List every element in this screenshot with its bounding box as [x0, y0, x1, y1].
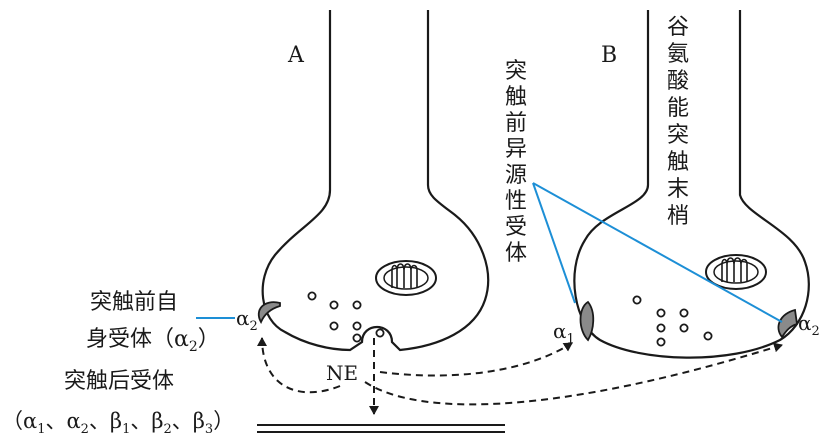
- leader-lines: [196, 182, 783, 323]
- glutamatergic-terminal-label: 谷 氨 酸 能 突 触 末 梢: [667, 15, 689, 229]
- subscript: 2: [81, 422, 89, 437]
- terminal-b-outline: [573, 10, 810, 359]
- label-text: ）: [213, 409, 234, 433]
- vesicle-icon-group-a: [307, 291, 385, 343]
- vesicle-icon-group-b: [632, 295, 713, 347]
- svg-text:氨: 氨: [667, 42, 689, 67]
- label-text: 、β: [172, 409, 205, 433]
- receptor-b-alpha2-label: α2: [798, 311, 820, 339]
- svg-text:源: 源: [505, 163, 527, 188]
- arrow-to-alpha1-b: [379, 342, 573, 377]
- receptor-icon-b-alpha2: [777, 308, 799, 339]
- auto-receptor-label-line1: 突触前自: [90, 290, 178, 315]
- terminal-a-label: A: [287, 43, 305, 68]
- postsynaptic-receptor-label-line2: （α1、α2、β1、β2、β3）: [2, 409, 234, 437]
- mitochondrion-icon-a: [375, 260, 437, 296]
- postsynaptic-receptor-label-line1: 突触后受体: [64, 369, 174, 394]
- subscript: 1: [122, 422, 130, 437]
- terminal-a-outline: [261, 10, 490, 352]
- svg-text:谷: 谷: [667, 15, 689, 40]
- terminal-b-label: B: [601, 43, 617, 68]
- receptor-a-alpha2-label: α2: [236, 306, 258, 334]
- mitochondrion-icon-b: [705, 254, 767, 290]
- svg-text:异: 异: [505, 137, 527, 162]
- label-text: 、α: [45, 409, 80, 433]
- label-text: 、β: [130, 409, 163, 433]
- svg-text:梢: 梢: [667, 204, 689, 229]
- leader-hetero-to-alpha1: [532, 182, 576, 304]
- ne-diffusion-arrows: [257, 337, 783, 415]
- subscript: 2: [164, 422, 172, 437]
- arrow-to-alpha2-b: [364, 342, 783, 406]
- subscript: 1: [37, 422, 45, 437]
- svg-text:酸: 酸: [667, 69, 689, 94]
- leader-hetero-to-alpha2: [532, 182, 783, 323]
- arrow-to-alpha2-a: [257, 337, 341, 394]
- svg-text:末: 末: [667, 177, 689, 202]
- receptor-icon-b-alpha1: [579, 300, 595, 342]
- subscript: 3: [205, 422, 213, 437]
- svg-text:受: 受: [505, 215, 527, 240]
- ne-transmitter-label: NE: [326, 361, 358, 385]
- presynaptic-hetero-receptor-label: 突 触 前 异 源 性 受 体: [505, 59, 527, 266]
- label-text: （α: [2, 409, 37, 433]
- svg-text:触: 触: [505, 85, 527, 110]
- svg-text:突: 突: [505, 59, 527, 84]
- auto-receptor-label-line2: 身受体（α2）: [86, 327, 220, 355]
- svg-text:性: 性: [505, 189, 527, 214]
- svg-text:前: 前: [505, 111, 527, 136]
- receptor-icon-a-alpha2: [257, 301, 281, 324]
- receptor-b-alpha1-label: α1: [553, 319, 575, 347]
- svg-text:体: 体: [505, 241, 527, 266]
- svg-text:触: 触: [667, 150, 689, 175]
- label-text: 、β: [89, 409, 122, 433]
- svg-text:能: 能: [667, 96, 689, 121]
- postsynaptic-membrane: [257, 424, 505, 433]
- svg-text:突: 突: [667, 123, 689, 148]
